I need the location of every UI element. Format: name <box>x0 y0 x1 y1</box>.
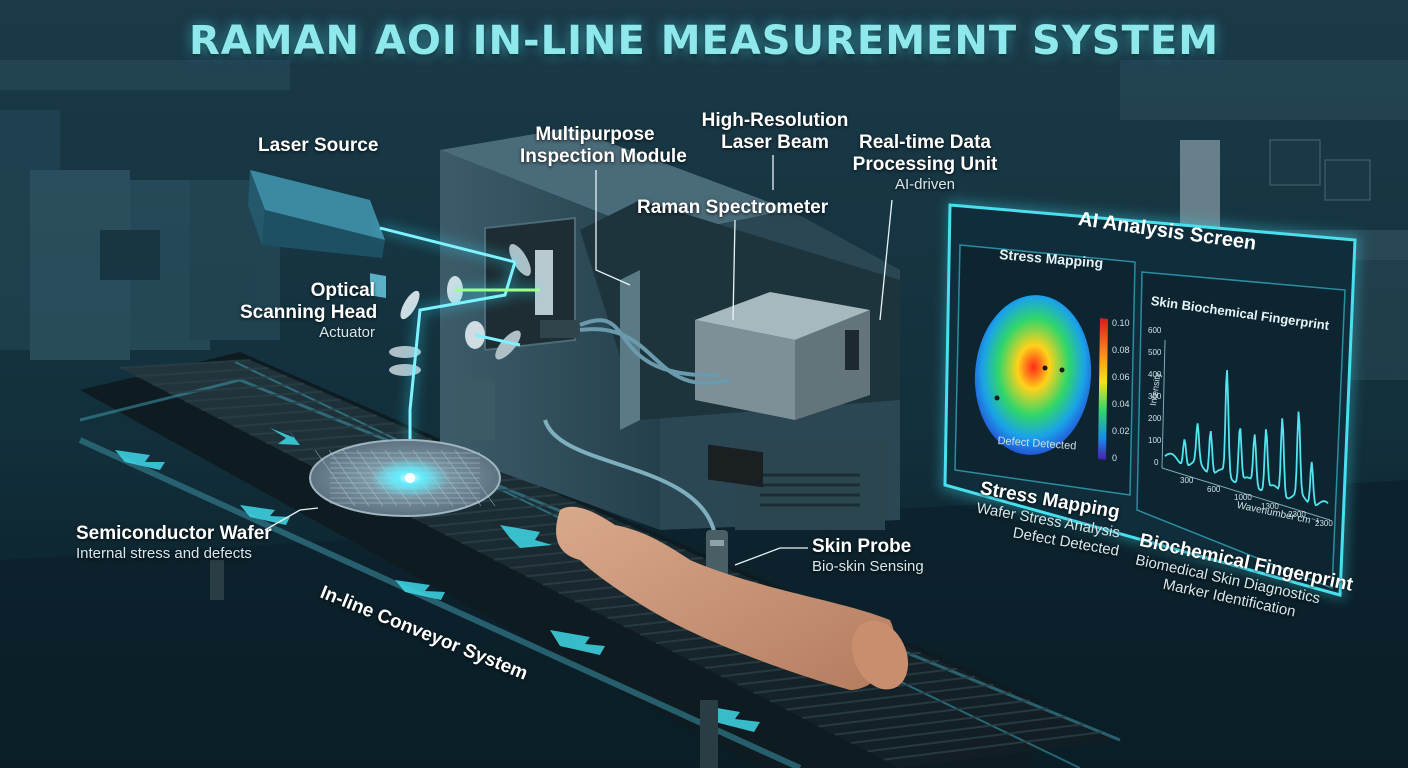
spectrum-xtick: 300 <box>1180 476 1194 485</box>
spectrum-ytick: 500 <box>1148 348 1162 357</box>
realtime-line1: Real-time Data <box>859 132 991 153</box>
belt-slat <box>786 683 994 711</box>
spectrum-axes <box>1161 339 1331 521</box>
spectrum-ytick: 300 <box>1148 392 1162 401</box>
realtime-sub: AI-driven <box>894 176 956 193</box>
laser-beams <box>379 224 540 478</box>
semiconductor-wafer <box>309 439 501 517</box>
colorbar-tick: 0.02 <box>1112 426 1130 436</box>
conveyor-legs <box>210 560 718 768</box>
belt-slat <box>168 382 305 394</box>
wafer-title: Semiconductor Wafer <box>76 523 272 544</box>
belt-slat <box>201 398 341 411</box>
cables <box>543 318 731 536</box>
belt-slat <box>152 374 287 386</box>
optical-line2: Scanning Head <box>240 302 378 323</box>
laser-source-title: Laser Source <box>258 135 379 156</box>
belt-slat <box>119 359 251 369</box>
multipurpose-module-label: Multipurpose Inspection Module <box>520 124 687 168</box>
laser-source <box>248 170 386 299</box>
wafer-sub: Internal stress and defects <box>76 545 252 562</box>
page-title: RAMAN AOI IN-LINE MEASUREMENT SYSTEM <box>188 18 1220 64</box>
optical-sub: Actuator <box>319 324 375 341</box>
belt-slat <box>802 691 1012 719</box>
belt-slat <box>136 366 269 378</box>
spectrum-xtick: 1000 <box>1234 493 1252 502</box>
belt-slat <box>217 406 359 419</box>
wafer-label: Semiconductor Wafer Internal stress and … <box>76 523 272 563</box>
colorbar-tick: 0.04 <box>1112 399 1130 409</box>
multipurpose-line1: Multipurpose <box>535 124 655 145</box>
spectrum-ytick: 400 <box>1148 370 1162 379</box>
optical-head-label: Optical Scanning Head Actuator <box>240 280 378 342</box>
ai-analysis-screen <box>940 200 1360 600</box>
spectrum-xtick: 2300 <box>1315 518 1333 528</box>
belt-slat <box>867 723 1084 753</box>
multipurpose-line2: Inspection Module <box>520 146 687 167</box>
colorbar-tick: 0 <box>1112 453 1118 463</box>
hires-line1: High-Resolution <box>701 110 849 131</box>
hires-beam-label: High-Resolution Laser Beam <box>695 110 855 154</box>
belt-slat <box>834 707 1048 736</box>
belt-slat <box>851 715 1066 744</box>
colorbar-tick: 0.06 <box>1112 372 1130 382</box>
colorbar <box>1098 318 1108 460</box>
belt-slat <box>249 422 396 436</box>
skin-probe-title: Skin Probe <box>812 536 912 557</box>
belt-slat <box>818 699 1030 728</box>
belt-slat <box>412 501 577 519</box>
optical-line1: Optical <box>310 280 375 301</box>
raman-spectrometer-label: Raman Spectrometer <box>637 197 828 219</box>
processing-unit-label: Real-time Data Processing Unit AI-driven <box>850 132 1000 194</box>
belt-slat <box>883 731 1103 761</box>
spectrum-ytick: 600 <box>1148 326 1162 335</box>
spectrum-ytick: 200 <box>1148 414 1162 423</box>
belt-slat <box>233 414 377 428</box>
wafer-die-line <box>454 449 496 507</box>
skin-probe-label: Skin Probe Bio-skin Sensing <box>812 536 924 576</box>
skin-probe-sub: Bio-skin Sensing <box>812 558 924 575</box>
belt-slat <box>769 675 976 703</box>
wafer-die-line <box>440 449 482 507</box>
raman-spectrometer-box <box>695 292 870 488</box>
human-arm <box>556 506 909 690</box>
realtime-line2: Processing Unit <box>852 154 998 175</box>
spectrum-ytick: 100 <box>1148 436 1162 445</box>
spectrum-xtick: 1300 <box>1261 501 1279 511</box>
stress-heatmap <box>974 295 1092 455</box>
laser-source-label: Laser Source <box>258 135 378 157</box>
spectrum-line <box>1164 370 1329 507</box>
spectrum-xtick: 2300 <box>1288 510 1306 519</box>
hires-line2: Laser Beam <box>721 132 829 153</box>
colorbar-tick: 0.08 <box>1112 345 1130 355</box>
spectrum-ytick: 0 <box>1154 458 1159 467</box>
raman-spectrometer-title: Raman Spectrometer <box>637 197 829 218</box>
spectrum-xtick: 600 <box>1207 484 1221 494</box>
belt-slat <box>184 390 323 403</box>
colorbar-tick: 0.10 <box>1112 318 1130 328</box>
